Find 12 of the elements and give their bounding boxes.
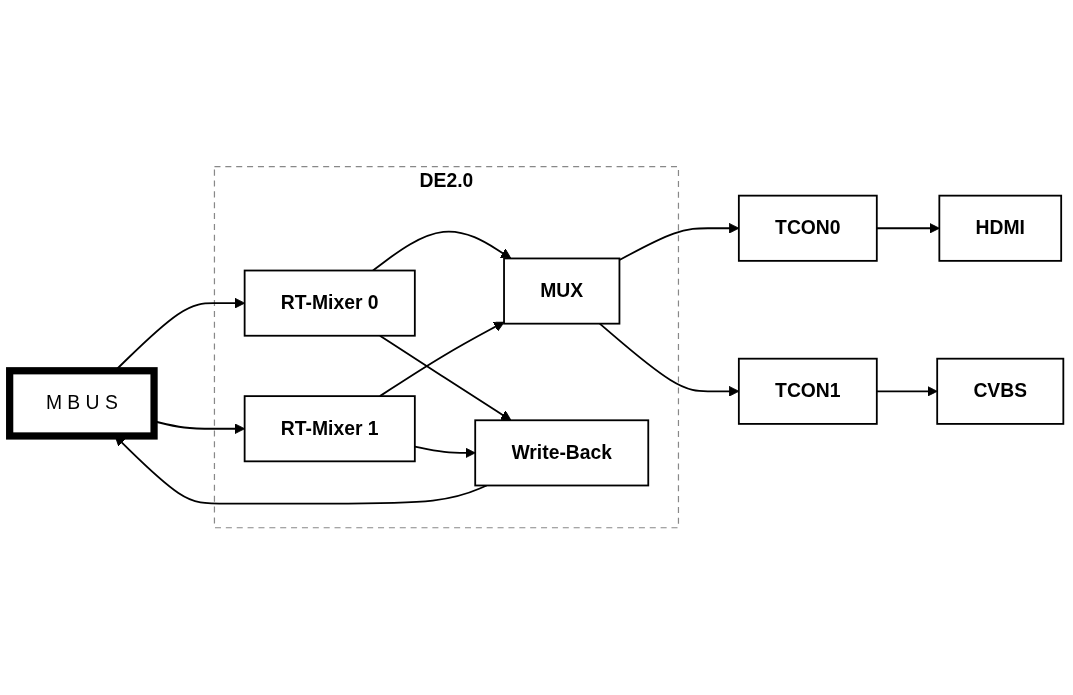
node-box: MUX [503, 257, 621, 325]
node-box: CVBS [936, 358, 1065, 426]
node-box: RT-Mixer 1 [243, 395, 416, 463]
node-box: RT-Mixer 0 [243, 269, 416, 337]
arrow [379, 321, 505, 398]
arrow [379, 335, 512, 422]
node-box: Write-Back [474, 419, 650, 487]
node-box: M B U S [6, 367, 158, 440]
node-box: TCON1 [737, 358, 878, 426]
node-box: TCON0 [737, 195, 878, 263]
node-box: HDMI [938, 195, 1063, 263]
arrow [372, 230, 512, 272]
